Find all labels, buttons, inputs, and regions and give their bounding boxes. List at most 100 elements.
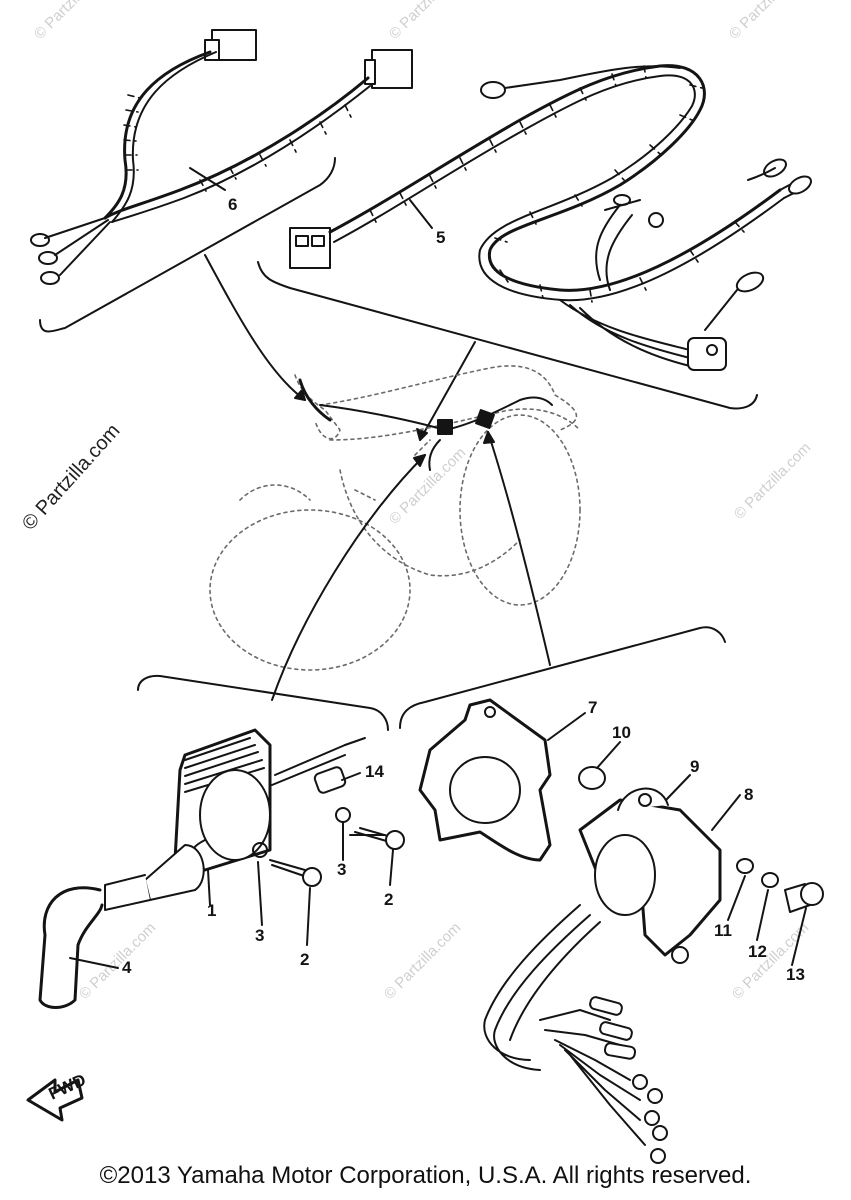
connector-icon [599,1021,633,1041]
callout-4: 4 [122,958,132,977]
terminal-icon [480,81,506,99]
frame-outline [354,439,431,501]
leader-line [69,957,119,969]
leader-line [756,889,769,941]
terminal-icon [735,271,765,293]
harness-tube [328,64,782,292]
front-wheel-outline [209,509,411,671]
lead-wire [44,217,111,276]
coupler-icon [371,49,413,89]
cdi-winding [594,834,656,916]
coupler-icon [364,59,376,85]
motorcycle-outline [209,365,581,671]
terminal-icon [644,1110,660,1126]
fwd-arrow-icon [26,1078,84,1122]
callout-3: 3 [255,926,264,945]
coupler-pin [295,235,309,247]
coupler-icon [204,39,220,61]
wire-route-line [298,378,332,422]
ground-lead [271,744,346,786]
pointer-arrow [419,341,476,441]
mount-hole [638,793,652,807]
coil-winding [199,769,271,861]
group-bracket [137,674,389,731]
group-bracket [39,157,336,333]
cdi-unit-group [418,698,824,1164]
harness-wrap [369,65,745,303]
harness-tube [111,51,217,223]
frame-outline [329,408,581,441]
wire-route-line [319,396,553,431]
callout-12: 12 [748,942,767,961]
pointer-arrow [271,454,426,701]
clamp-14-icon [313,766,347,794]
leader-line [711,794,741,831]
harness-tube [103,76,370,220]
washer-3-icon [252,842,268,858]
bracket-hole [484,706,496,718]
copyright-notice: ©2013 Yamaha Motor Corporation, U.S.A. A… [99,1162,752,1189]
high-tension-lead [104,874,151,911]
bolt-head-icon [800,882,824,906]
wire-harness-5 [289,64,812,371]
group-bracket [257,261,758,410]
coil-location-marker [475,409,495,429]
collar-10-icon [578,766,606,790]
callout-7: 7 [588,698,597,717]
leader-line [389,849,394,886]
cdi-lead-wires [483,904,601,1071]
forward-direction-arrow: FWD [26,1070,89,1122]
watermark-repeat: © Partzilla.com [731,439,814,522]
fork-outline [239,484,311,501]
ignition-coil-group [38,728,405,1009]
connector-icon [589,996,623,1016]
screw-head-icon [302,867,322,887]
leader-line [341,772,361,781]
spark-plug-cap-icon [38,886,104,1009]
engine-outline [339,469,521,577]
leader-line [791,907,807,966]
terminal-icon [647,1088,663,1104]
callout-labels: 6 5 7 10 9 8 14 3 2 1 3 2 4 11 12 13 [122,195,805,984]
callout-13: 13 [786,965,805,984]
watermark-repeat: © Partzilla.com [386,0,469,43]
connector-icon [603,1042,637,1060]
callout-2: 2 [300,950,309,969]
cdi-location-marker [437,419,453,435]
terminal-icon [38,251,58,265]
terminal-icon [632,1074,648,1090]
terminal-icon [30,233,50,247]
coil-fins [184,737,265,793]
leader-line [596,741,621,769]
group-bracket [399,626,726,729]
leader-line [409,199,433,229]
leader-line [257,861,263,926]
leader-line [547,712,586,741]
watermark-repeat: © Partzilla.com [386,444,469,527]
plug-lead-icon [144,844,205,901]
callout-1: 1 [207,901,216,920]
leader-line [306,887,311,946]
harness-tube [103,50,212,220]
lock-washer-12-icon [761,872,779,888]
watermark-repeat: © Partzilla.com [726,0,809,43]
washer-3-icon [335,807,351,823]
watermark-repeat: © Partzilla.com [31,0,114,43]
screw-head-icon [385,830,405,850]
ground-terminal [344,737,366,746]
washer-11-icon [736,858,754,874]
leader-line [665,774,691,801]
harness-tube [111,85,371,223]
wire-route-line [428,439,441,471]
terminal-icon [40,271,60,285]
callout-3: 3 [337,860,346,879]
bracket-hole [449,756,521,824]
lead-wire [747,167,776,181]
leader-line [207,869,211,906]
leader-line [189,167,226,191]
callout-6: 6 [228,195,237,214]
arrowhead-icon [416,428,428,441]
cdi-mount-ear [617,787,669,811]
watermark-repeat: © Partzilla.com [381,919,464,1002]
